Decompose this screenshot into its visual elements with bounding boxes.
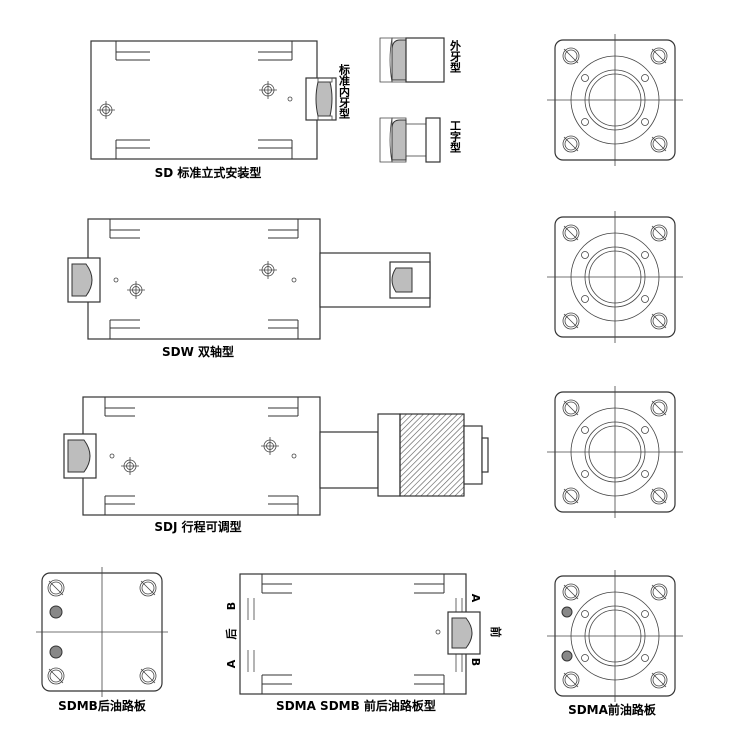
sdw-label: SDW 双轴型 bbox=[162, 344, 234, 359]
sdma-label: SDMA前油路板 bbox=[568, 702, 657, 717]
sdmb-rear-plate bbox=[36, 567, 168, 697]
sdma-sdmb-label: SDMA SDMB 前后油路板型 bbox=[276, 698, 436, 713]
outer-thread-label: 外牙型 bbox=[449, 39, 463, 74]
front-label: 前 bbox=[489, 627, 503, 638]
end-view-3 bbox=[547, 386, 683, 518]
end-view-2 bbox=[547, 211, 683, 343]
sdmb-label: SDMB后油路板 bbox=[58, 698, 147, 713]
port-a-front-label: A bbox=[469, 594, 482, 603]
sdma-end-view bbox=[547, 570, 683, 702]
i-type-rod bbox=[379, 117, 441, 163]
sd-side-view bbox=[90, 40, 337, 160]
rear-label: 后 bbox=[224, 629, 238, 640]
sdw-side-view bbox=[67, 218, 431, 340]
std-inner-thread-label: 标准内牙型 bbox=[338, 63, 352, 120]
port-b-front-label: B bbox=[469, 658, 482, 666]
i-type-label: 工字型 bbox=[449, 120, 462, 154]
port-b-rear-label: B bbox=[225, 602, 238, 610]
sdj-label: SDJ 行程可调型 bbox=[154, 519, 241, 534]
end-view-1 bbox=[547, 34, 683, 166]
port-a-rear-label: A bbox=[225, 659, 238, 668]
sd-label: SD 标准立式安装型 bbox=[155, 165, 262, 180]
sdma-sdmb-side-view bbox=[239, 573, 481, 695]
sdj-side-view bbox=[63, 396, 489, 516]
outer-thread-rod bbox=[379, 37, 445, 83]
